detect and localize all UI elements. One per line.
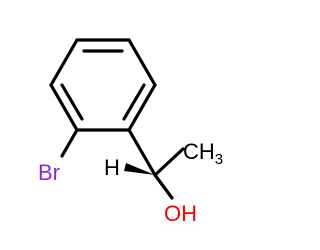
- methyl-label-subscript: 3: [215, 151, 223, 168]
- chiral-carbon-to-oh-bond: [153, 173, 174, 200]
- bromine-label: Br: [38, 160, 60, 185]
- methyl-label-main: CH: [183, 139, 215, 164]
- methyl-label: CH3: [183, 139, 223, 168]
- ring-to-chiral-carbon-bond: [127, 128, 157, 177]
- hydroxyl-label: OH: [164, 201, 197, 226]
- ring-bond-bottom-left: [49, 83, 79, 132]
- benzene-ring: [49, 38, 157, 132]
- hydrogen-label: H: [104, 155, 120, 180]
- molecule-structure: Br CH3 H OH: [38, 38, 223, 226]
- ring-bond-bottom-right: [127, 83, 157, 132]
- ring-bond-top-left: [49, 38, 79, 87]
- chiral-carbon-to-methyl-bond: [153, 147, 185, 177]
- ring-bond-top-right: [127, 38, 157, 87]
- ring-double-bond-left: [60, 83, 84, 121]
- wedge-bond-to-h: [124, 163, 155, 175]
- c-br-bond: [60, 128, 79, 158]
- ring-double-bond-right: [122, 83, 146, 121]
